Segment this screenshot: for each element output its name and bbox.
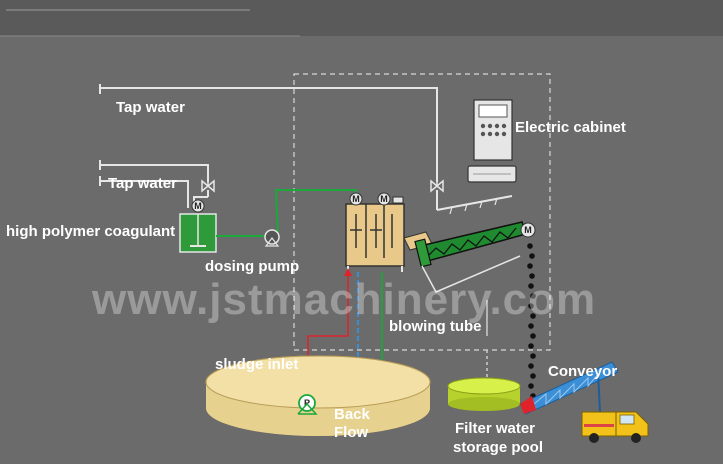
valve-icon (430, 179, 444, 193)
label-coagulant: high polymer coagulant (6, 223, 175, 240)
pump-icon: P (297, 394, 318, 415)
label-tap-water-mid: Tap water (108, 175, 177, 192)
truck-icon (581, 411, 649, 443)
gear-unit (392, 196, 404, 204)
label-filter-pool-2: storage pool (453, 439, 543, 456)
motor-icon: M (520, 222, 536, 238)
label-blowing-tube: blowing tube (389, 318, 481, 335)
valve-icon (201, 179, 215, 193)
coagulant-tank (179, 213, 217, 253)
electric-cabinet-icon (467, 99, 517, 183)
top-bar (0, 0, 723, 36)
motor-icon: M (377, 192, 391, 206)
dosing-pump-icon (264, 229, 280, 247)
label-filter-pool-1: Filter water (455, 420, 535, 437)
dosing-pipe (216, 189, 357, 237)
equipment-frame (293, 73, 551, 351)
mixing-tank (345, 203, 405, 272)
spray-bar (436, 195, 513, 215)
watermark: www.jstmachinery.com (91, 275, 596, 324)
svg-text:M: M (380, 194, 388, 204)
label-sludge-inlet: sludge inlet (215, 356, 298, 373)
label-back-flow-1: Back (334, 406, 371, 423)
tap-water-line-top (99, 84, 438, 210)
label-tap-water-top: Tap water (116, 99, 185, 116)
tap-water-line-mid (99, 160, 209, 208)
label-conveyor: Conveyor (548, 363, 617, 380)
svg-text:M: M (194, 201, 202, 211)
conveyor-icon (519, 361, 619, 415)
svg-text:M: M (524, 225, 532, 235)
label-dosing-pump: dosing pump (205, 258, 299, 275)
label-electric-cabinet: Electric cabinet (515, 119, 626, 136)
svg-text:M: M (352, 194, 360, 204)
sludge-pool (205, 355, 431, 436)
filter-water-pool (447, 377, 521, 411)
label-back-flow-2: Flow (334, 424, 368, 441)
filtrate-tray (421, 255, 521, 293)
motor-icon: M (191, 199, 205, 213)
motor-icon: M (349, 192, 363, 206)
